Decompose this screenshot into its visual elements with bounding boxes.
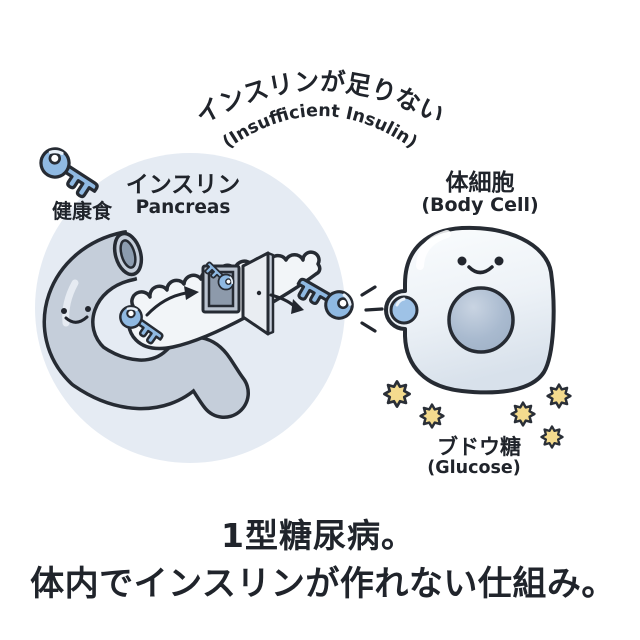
- pancreas-label-en: Pancreas: [135, 197, 231, 218]
- insulin-label-jp: インスリン: [125, 172, 241, 198]
- tube-opening: [112, 231, 144, 277]
- glucose-star-icon: [419, 403, 445, 429]
- cell-face: [457, 256, 504, 275]
- approach-marks-icon: [360, 285, 384, 333]
- stomach-illustration: [42, 217, 250, 419]
- body-cell-label-en: (Body Cell): [421, 194, 539, 216]
- arc-title-en: (Insufficient Insulin): [219, 101, 420, 153]
- receptor-icon: [389, 295, 419, 325]
- glucose-label-jp: ブドウ糖: [437, 435, 521, 459]
- stomach-face: [61, 306, 91, 324]
- glucose-label-en: (Glucose): [427, 458, 521, 478]
- internal-arrow-icon: [145, 286, 199, 317]
- cell-highlight: [416, 230, 451, 270]
- glucose-star-icon: [383, 380, 411, 408]
- key-caption-label: 健康食: [52, 199, 112, 223]
- glucose-star-icon: [540, 425, 564, 449]
- exit-arrow-icon: [269, 293, 304, 314]
- door-panel: [241, 251, 270, 336]
- insulin-door-icon: [201, 251, 275, 336]
- body-cell-illustration: [384, 225, 556, 395]
- caption-line2: 体内でインスリンが作れない仕組み。: [30, 564, 616, 604]
- glucose-star-icon: [510, 401, 536, 427]
- door-handle-dot: [256, 290, 262, 296]
- glucose-star-icon: [546, 383, 572, 409]
- cell-nucleus: [447, 286, 515, 354]
- body-cell-label-jp: 体細胞: [445, 170, 515, 196]
- caption-line1: 1型糖尿病。: [221, 516, 415, 555]
